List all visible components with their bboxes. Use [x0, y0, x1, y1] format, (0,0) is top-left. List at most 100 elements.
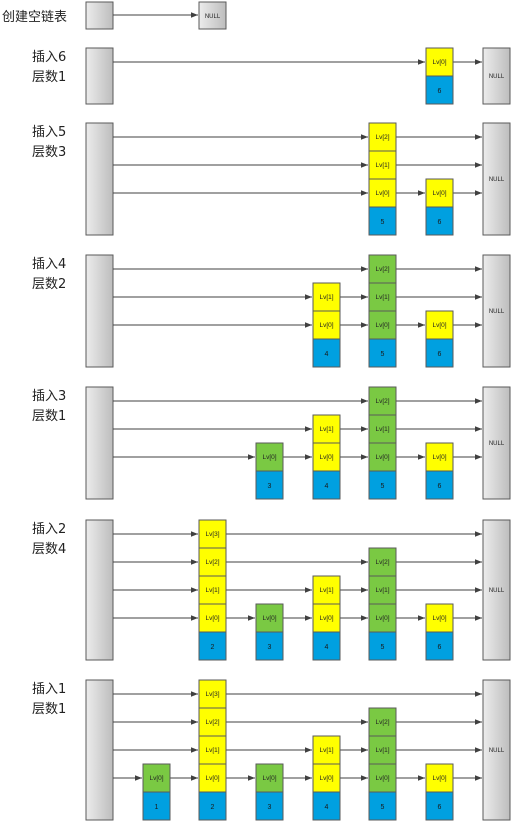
level-cell [425, 47, 454, 77]
level-label: Lv[0] [432, 59, 446, 66]
key-cell [425, 791, 454, 821]
step-caption-levels: 层数2 [32, 277, 67, 292]
level-label: Lv[1] [375, 426, 389, 433]
level-cell [368, 150, 397, 180]
level-label: Lv[0] [205, 775, 219, 782]
level-cell [425, 310, 454, 340]
step-caption-title: 插入2 [32, 522, 67, 537]
null-node [482, 47, 511, 105]
level-label: Lv[1] [205, 587, 219, 594]
level-label: Lv[0] [432, 322, 446, 329]
level-cell [198, 763, 227, 793]
level-label: Lv[0] [262, 454, 276, 461]
step-caption-title: 插入4 [32, 257, 67, 272]
level-label: Lv[2] [375, 559, 389, 566]
level-label: Lv[1] [319, 747, 333, 754]
key-cell [425, 631, 454, 661]
key-label: 3 [268, 483, 272, 490]
level-label: Lv[2] [205, 719, 219, 726]
step-caption-title: 创建空链表 [2, 10, 68, 25]
level-cell [312, 414, 341, 444]
level-label: Lv[0] [262, 775, 276, 782]
null-node [482, 122, 511, 236]
level-label: Lv[0] [432, 190, 446, 197]
level-cell [368, 122, 397, 152]
level-label: Lv[1] [205, 747, 219, 754]
level-cell [368, 547, 397, 577]
level-cell [312, 575, 341, 605]
level-cell [425, 442, 454, 472]
level-label: Lv[2] [375, 398, 389, 405]
null-label: NULL [489, 177, 505, 183]
level-label: Lv[2] [375, 266, 389, 273]
step-caption-title: 插入6 [32, 50, 67, 65]
null-label: NULL [489, 748, 505, 754]
level-label: Lv[0] [375, 190, 389, 197]
key-cell [425, 75, 454, 105]
step-caption-title: 插入3 [32, 389, 67, 404]
key-cell [368, 338, 397, 368]
level-cell [198, 707, 227, 737]
head-node [85, 679, 114, 821]
level-cell [142, 763, 171, 793]
level-cell [368, 414, 397, 444]
null-node [482, 386, 511, 500]
key-label: 3 [268, 644, 272, 651]
key-label: 5 [381, 644, 385, 651]
level-label: Lv[1] [319, 426, 333, 433]
level-label: Lv[3] [205, 691, 219, 698]
level-label: Lv[0] [432, 454, 446, 461]
level-cell [312, 763, 341, 793]
level-label: Lv[0] [262, 615, 276, 622]
key-label: 3 [268, 804, 272, 811]
level-label: Lv[0] [375, 454, 389, 461]
step-5: NULLLv[0]Lv[1]Lv[2]Lv[3]2Lv[0]3Lv[0]Lv[1… [85, 519, 511, 661]
level-cell [368, 735, 397, 765]
level-label: Lv[2] [375, 134, 389, 141]
key-label: 4 [325, 804, 329, 811]
key-cell [425, 206, 454, 236]
level-cell [425, 178, 454, 208]
level-label: Lv[0] [432, 615, 446, 622]
level-label: Lv[0] [375, 322, 389, 329]
level-label: Lv[3] [205, 531, 219, 538]
level-label: Lv[2] [205, 559, 219, 566]
key-label: 6 [438, 644, 442, 651]
level-label: Lv[0] [149, 775, 163, 782]
key-cell [312, 338, 341, 368]
level-label: Lv[1] [319, 587, 333, 594]
null-node [482, 254, 511, 368]
key-label: 6 [438, 219, 442, 226]
key-cell [368, 470, 397, 500]
level-label: Lv[1] [375, 162, 389, 169]
level-cell [198, 519, 227, 549]
key-cell [255, 791, 284, 821]
step-caption-levels: 层数1 [32, 409, 67, 424]
key-label: 4 [325, 644, 329, 651]
level-label: Lv[1] [319, 294, 333, 301]
key-label: 6 [438, 351, 442, 358]
step-0: NULL [85, 1, 227, 30]
level-cell [368, 575, 397, 605]
key-label: 4 [325, 351, 329, 358]
null-label: NULL [489, 309, 505, 315]
level-label: Lv[0] [375, 775, 389, 782]
level-cell [368, 442, 397, 472]
level-cell [368, 707, 397, 737]
key-label: 6 [438, 804, 442, 811]
level-label: Lv[0] [375, 615, 389, 622]
key-cell [312, 470, 341, 500]
level-cell [368, 178, 397, 208]
key-label: 2 [211, 644, 215, 651]
key-label: 6 [438, 483, 442, 490]
step-6: NULLLv[0]1Lv[0]Lv[1]Lv[2]Lv[3]2Lv[0]3Lv[… [85, 679, 511, 821]
head-node [85, 386, 114, 500]
key-cell [368, 791, 397, 821]
head-node [85, 1, 114, 30]
step-caption-levels: 层数3 [32, 145, 67, 160]
null-node [482, 519, 511, 661]
key-label: 1 [155, 804, 159, 811]
